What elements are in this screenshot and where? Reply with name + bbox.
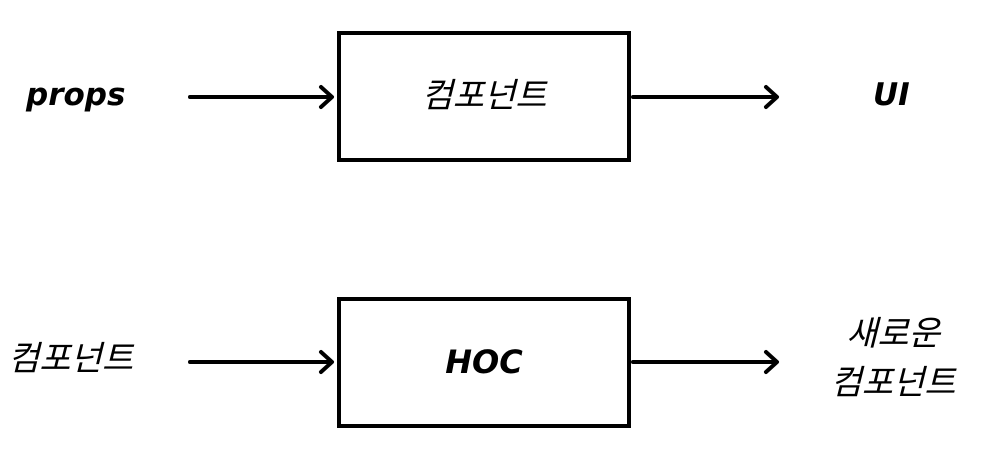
row2-output-line1: 새로운 — [846, 314, 940, 354]
row2-output-arrowhead — [764, 350, 779, 374]
row2-output-line2: 컴포넌트 — [830, 363, 956, 404]
row1-output-arrowhead — [764, 85, 779, 109]
row2-hoc-box: HOC — [337, 297, 631, 428]
row2-input-label: 컴포넌트 — [8, 339, 134, 379]
row2-input-arrowhead — [319, 350, 334, 374]
row2-output-label: 새로운 컴포넌트 — [818, 310, 968, 409]
row1-component-label: 컴포넌트 — [421, 75, 547, 116]
row1-component-box: 컴포넌트 — [337, 31, 631, 162]
row1-input-arrowhead — [319, 85, 334, 109]
row1-output-label: UI — [873, 77, 910, 113]
row1-input-label: props — [26, 77, 126, 113]
row2-hoc-label: HOC — [445, 343, 523, 382]
